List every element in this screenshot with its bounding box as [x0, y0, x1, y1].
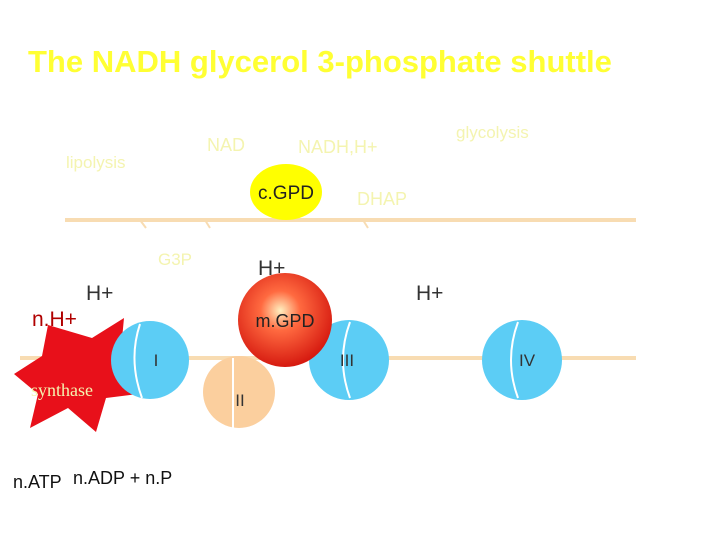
- h-plus-left: H+: [86, 282, 113, 305]
- nadh-label: NADH,H+: [298, 137, 378, 157]
- dhap-label: DHAP: [357, 189, 407, 209]
- nad-label: NAD: [207, 135, 245, 155]
- synthase-label: synthase: [31, 380, 93, 400]
- natp-label: n.ATP: [13, 472, 62, 492]
- complex-ii-label: II: [235, 391, 244, 410]
- lipolysis-label: lipolysis: [66, 153, 126, 172]
- h-plus-right: H+: [416, 282, 443, 305]
- glycolysis-label: glycolysis: [456, 123, 529, 142]
- atp-synthase: synthase: [14, 318, 138, 432]
- complex-iv-label: IV: [519, 351, 536, 370]
- nh-plus-label: n.H+: [32, 308, 77, 331]
- outer-membrane: [65, 218, 636, 229]
- mgpd-label: m.GPD: [255, 311, 314, 331]
- complex-i-label: I: [154, 351, 159, 370]
- complex-iv: IV: [482, 320, 562, 400]
- cgpd-enzyme: c.GPD: [250, 164, 322, 220]
- diagram-title: The NADH glycerol 3-phosphate shuttle: [28, 44, 612, 79]
- complex-ii: II: [203, 356, 275, 428]
- g3p-label: G3P: [158, 250, 192, 269]
- complex-iii: III: [309, 320, 389, 400]
- mgpd-enzyme: m.GPD: [238, 273, 332, 367]
- complex-i: I: [111, 321, 189, 399]
- cgpd-label: c.GPD: [258, 183, 314, 204]
- nadp-label: n.ADP + n.P: [73, 468, 172, 488]
- complex-iii-label: III: [340, 351, 354, 370]
